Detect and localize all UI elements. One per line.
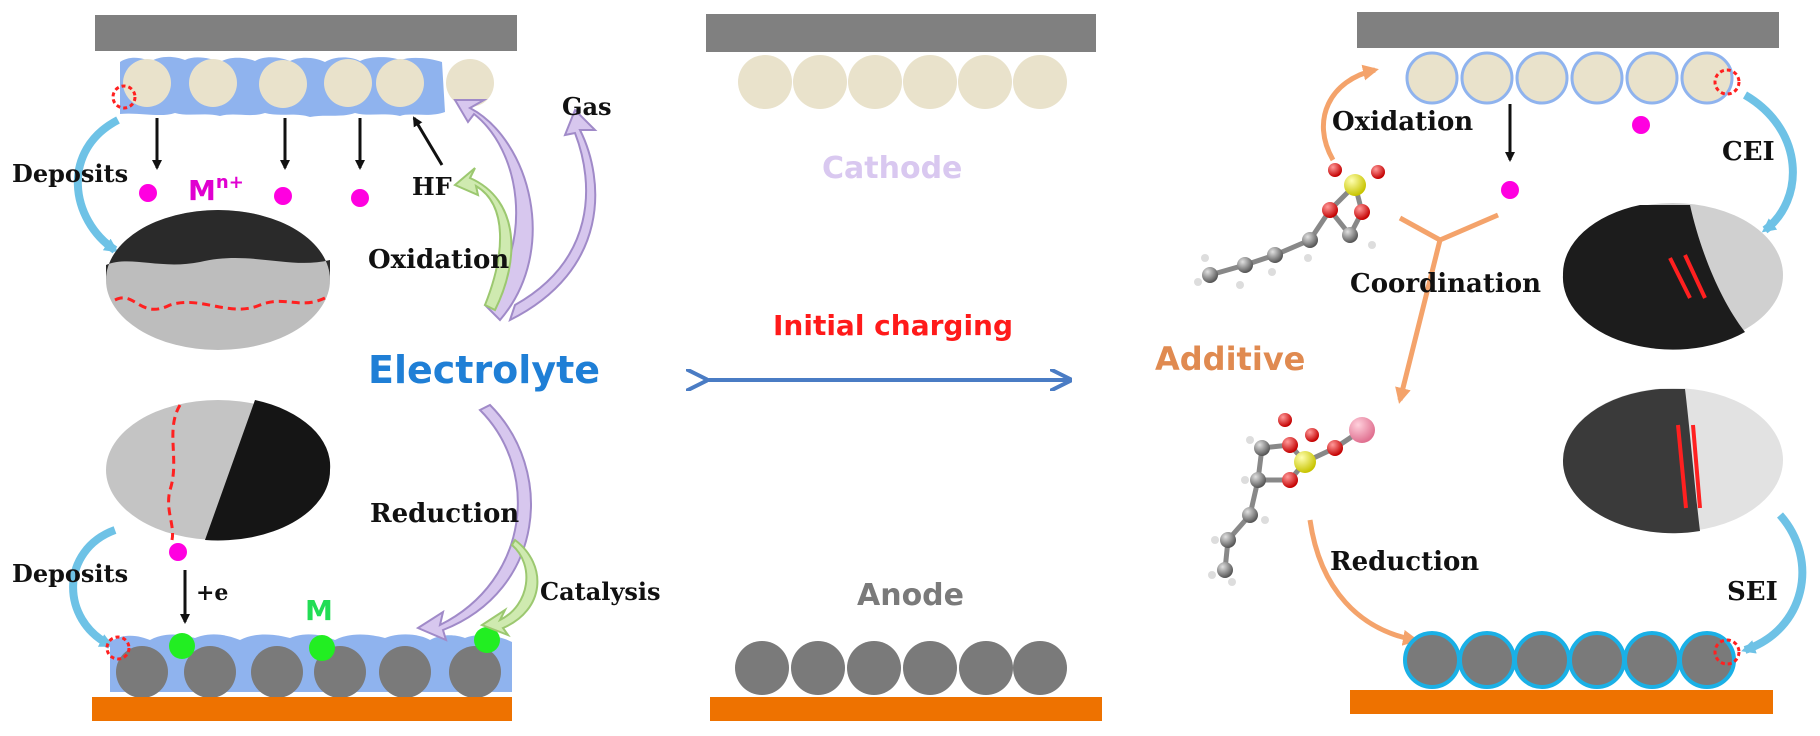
- reduction-purple-arrow: [415, 403, 532, 642]
- left-anode-collector: [92, 697, 512, 721]
- gas-label: Gas: [562, 92, 612, 121]
- left-bottom-defect-marker: [105, 635, 131, 661]
- left-cathode-layer: [120, 56, 494, 117]
- cathode-label: Cathode: [822, 151, 962, 186]
- additive-molecule-coordinated: [1208, 413, 1375, 586]
- left-top-defect-marker: [111, 84, 137, 110]
- ion-dot: [1632, 116, 1650, 134]
- right-cathode-layer: [1405, 51, 1734, 105]
- right-top-defect-marker: [1713, 68, 1741, 96]
- coordination-connector: [1395, 212, 1499, 404]
- cei-label: CEI: [1722, 137, 1775, 167]
- center-cathode-collector: [706, 14, 1096, 52]
- deposits-top-arrow: [73, 116, 120, 254]
- additive-molecule-top: [1194, 163, 1385, 289]
- oxidation-purple-arrow: [453, 99, 534, 322]
- tem-image-cei: [1562, 203, 1783, 350]
- right-cathode-collector: [1357, 12, 1779, 48]
- initial-charging-label: Initial charging: [773, 309, 1013, 342]
- ion-dot: [139, 184, 157, 202]
- catalysis-green-arrow: [479, 538, 539, 638]
- oxidation-left-label: Oxidation: [368, 245, 509, 275]
- catalysis-label: Catalysis: [540, 577, 661, 606]
- center-panel: Cathode Initial charging Anode: [706, 14, 1102, 721]
- deposits-top-label: Deposits: [12, 159, 128, 188]
- gas-purple-arrow: [508, 108, 598, 322]
- oxidation-right-arrow: [1321, 64, 1379, 162]
- left-panel: Deposits Mn+ HF Gas Oxidation Electrolyt…: [12, 15, 661, 721]
- ion-dot: [274, 187, 292, 205]
- oxidation-right-label: Oxidation: [1332, 107, 1473, 137]
- right-anode-layer: [1403, 631, 1736, 689]
- mn-ion-label: Mn+: [188, 172, 244, 207]
- cei-arrow: [1742, 91, 1797, 234]
- center-anode-collector: [710, 697, 1102, 721]
- tem-image-cathode-left: [106, 210, 330, 350]
- ion-dot: [1501, 181, 1519, 199]
- left-anode-layer: [110, 627, 512, 698]
- right-bottom-defect-marker: [1713, 638, 1741, 666]
- reduction-right-arrow: [1307, 519, 1419, 646]
- ion-dot: [169, 543, 187, 561]
- right-panel: Oxidation CEI Coordination Additive Redu…: [1155, 12, 1807, 714]
- tem-image-anode-left: [106, 400, 331, 541]
- additive-label: Additive: [1155, 340, 1305, 378]
- reduction-left-label: Reduction: [370, 499, 519, 529]
- deposits-bottom-label: Deposits: [12, 559, 128, 588]
- electrolyte-label: Electrolyte: [368, 348, 600, 392]
- deposits-bottom-arrow: [69, 526, 117, 649]
- tem-image-sei: [1562, 388, 1783, 534]
- metal-label: M: [305, 594, 333, 627]
- left-cathode-collector: [95, 15, 517, 51]
- coordination-label: Coordination: [1350, 269, 1541, 299]
- plus-e-label: +e: [196, 580, 228, 606]
- sei-label: SEI: [1727, 577, 1778, 607]
- reduction-right-label: Reduction: [1330, 547, 1479, 577]
- ion-dot: [351, 189, 369, 207]
- sei-arrow: [1741, 512, 1807, 654]
- hf-label: HF: [412, 172, 452, 201]
- right-anode-collector: [1350, 690, 1773, 714]
- hf-green-arrow: [453, 167, 513, 312]
- anode-label: Anode: [857, 578, 964, 613]
